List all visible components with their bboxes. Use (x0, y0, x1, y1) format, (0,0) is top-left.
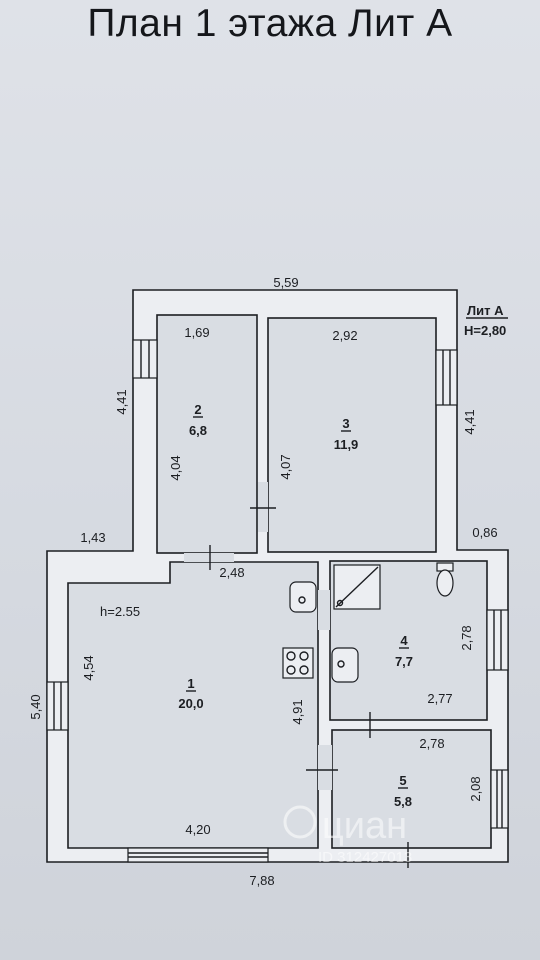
room-3-number: 3 (342, 416, 349, 431)
plan-title: План 1 этажа Лит А (87, 2, 453, 45)
legend-lit: Лит А (467, 303, 504, 318)
dim-left-step: 1,43 (80, 530, 105, 545)
dim-right-upper: 4,41 (462, 409, 477, 434)
watermark-brand: циан (322, 805, 407, 847)
window-room1-bottom (127, 847, 269, 863)
sink-icon (331, 647, 359, 683)
window-room3 (435, 349, 458, 406)
window-room5 (490, 769, 509, 829)
stove-icon (282, 647, 314, 679)
room-4-number: 4 (400, 633, 408, 648)
window-room4 (486, 609, 509, 671)
dim-room4-width: 2,77 (427, 691, 452, 706)
dim-room1-top: 2,48 (219, 565, 244, 580)
dim-room5-height: 2,08 (468, 776, 483, 801)
room-1-number: 1 (187, 676, 194, 691)
room-4-area: 7,7 (395, 654, 413, 669)
door-room4 (318, 590, 330, 630)
dim-left-total: 5,40 (28, 694, 43, 719)
window-room1-left (46, 681, 69, 731)
dim-room5-width: 2,78 (419, 736, 444, 751)
room-2-number: 2 (194, 402, 201, 417)
dim-room1-right: 4,91 (290, 699, 305, 724)
room-1-space (67, 561, 319, 849)
room-5-area: 5,8 (394, 794, 412, 809)
toilet-icon (436, 562, 454, 597)
dim-right-step: 0,86 (472, 525, 497, 540)
door-room2 (184, 545, 234, 570)
shower-icon (333, 564, 381, 610)
dim-room4-height: 2,78 (459, 625, 474, 650)
ceiling-note: h=2.55 (100, 604, 140, 619)
window-room2 (132, 339, 158, 379)
dim-room1-left: 4,54 (81, 655, 96, 680)
room-2-area: 6,8 (189, 423, 207, 438)
dim-bottom-total: 7,88 (249, 873, 274, 888)
dim-top-total: 5,59 (273, 275, 298, 290)
sink-icon (289, 581, 317, 613)
dim-room1-bottom: 4,20 (185, 822, 210, 837)
room-3-area: 11,9 (334, 437, 359, 452)
room-2-space (156, 314, 258, 554)
watermark: циан ID 312427013 (283, 805, 412, 866)
door-room5 (306, 745, 338, 790)
door-room3 (250, 482, 276, 532)
dim-room2-height: 4,04 (168, 455, 183, 480)
dim-room2-width: 1,69 (184, 325, 209, 340)
dim-room3-height: 4,07 (278, 454, 293, 479)
room-3-space (267, 317, 437, 553)
watermark-id: ID 312427013 (318, 849, 412, 866)
legend-height: H=2,80 (464, 323, 506, 338)
dim-left-upper: 4,41 (114, 389, 129, 414)
dim-room3-width: 2,92 (332, 328, 357, 343)
room-5-number: 5 (399, 773, 406, 788)
room-1-area: 20,0 (178, 696, 203, 711)
